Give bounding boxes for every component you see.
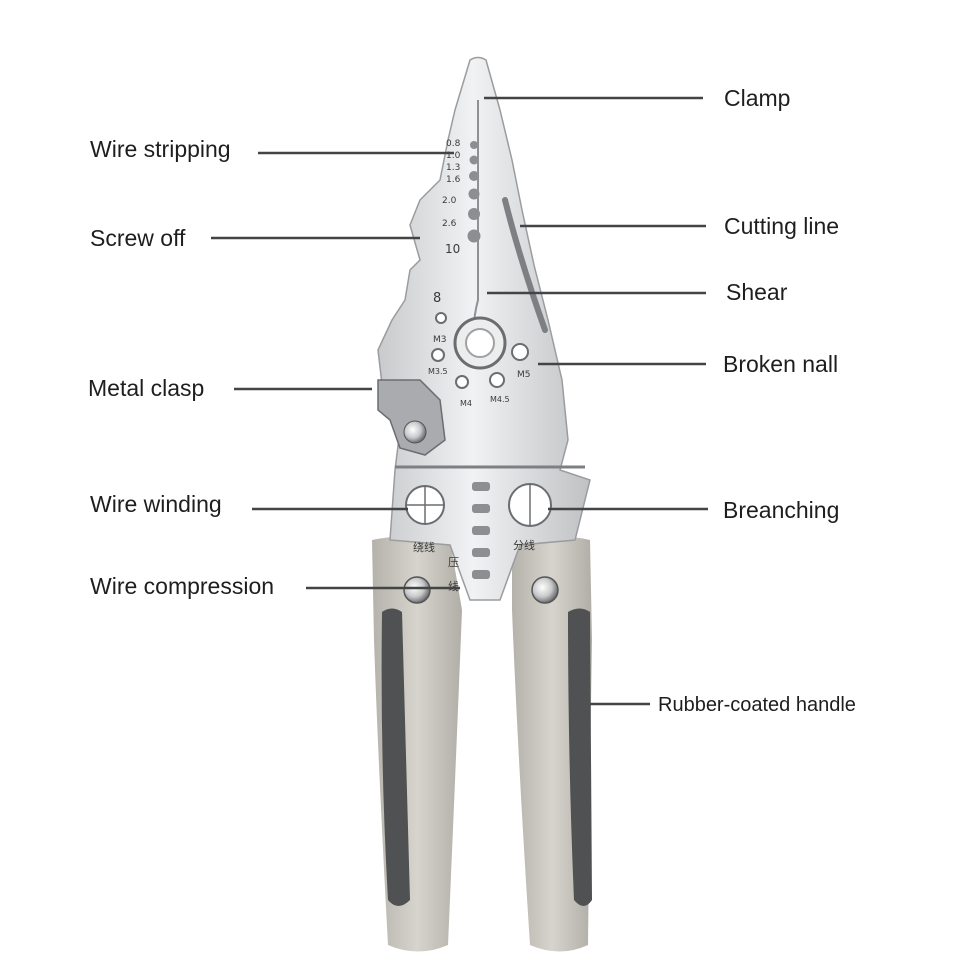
label-breanching: Breanching xyxy=(723,497,839,523)
metal-clasp xyxy=(377,379,446,456)
label-cutting-line: Cutting line xyxy=(724,213,839,239)
right-handle xyxy=(512,536,592,952)
label-wire-compression: Wire compression xyxy=(90,573,274,599)
label-wire-winding: Wire winding xyxy=(90,491,222,517)
left-handle xyxy=(372,536,462,952)
m4-mark: M4 xyxy=(460,399,472,408)
pliers-head xyxy=(377,56,591,601)
wire-winding-hole xyxy=(405,485,445,525)
m45-mark: M4.5 xyxy=(490,395,510,404)
gauge-2: 1.3 xyxy=(446,163,460,173)
label-clamp: Clamp xyxy=(724,85,790,111)
stripping-notches xyxy=(467,141,481,243)
gauge-3: 1.6 xyxy=(446,175,461,185)
tool-markings: 0.8 1.0 1.3 1.6 2.0 2.6 10 8 M3 M3.5 M4 … xyxy=(413,139,535,593)
gauge-4: 2.0 xyxy=(442,196,457,206)
label-metal-clasp: Metal clasp xyxy=(88,375,204,401)
cn-winding-mark: 绕线 xyxy=(413,540,435,554)
screw-8-mark: 8 xyxy=(433,291,441,306)
label-shear: Shear xyxy=(726,279,788,305)
cn-crimp-2-mark: 线 xyxy=(448,579,459,593)
m35-mark: M3.5 xyxy=(428,367,448,376)
branching-hole xyxy=(508,483,552,527)
m5-mark: M5 xyxy=(517,370,531,380)
shear-blade xyxy=(502,197,548,333)
screw-10-mark: 10 xyxy=(445,242,460,256)
m3-mark: M3 xyxy=(433,335,447,345)
screw-holes xyxy=(431,312,529,389)
gauge-5: 2.6 xyxy=(442,219,457,229)
label-broken-nail: Broken nall xyxy=(723,351,838,377)
label-screw-off: Screw off xyxy=(90,225,186,251)
right-handle-grip xyxy=(568,608,592,906)
gauge-1: 1.0 xyxy=(446,151,461,161)
left-handle-rivet xyxy=(403,576,431,604)
cn-crimp-1-mark: 压 xyxy=(448,556,459,569)
label-wire-stripping: Wire stripping xyxy=(90,136,231,162)
annotations: Clamp Wire stripping Cutting line Screw … xyxy=(88,85,856,716)
label-rubber-handle: Rubber-coated handle xyxy=(658,694,856,716)
gauge-0: 0.8 xyxy=(446,139,461,149)
cn-branch-mark: 分线 xyxy=(513,538,535,552)
left-handle-grip xyxy=(381,608,410,906)
crimp-teeth xyxy=(472,482,490,579)
right-handle-rivet xyxy=(531,576,559,604)
